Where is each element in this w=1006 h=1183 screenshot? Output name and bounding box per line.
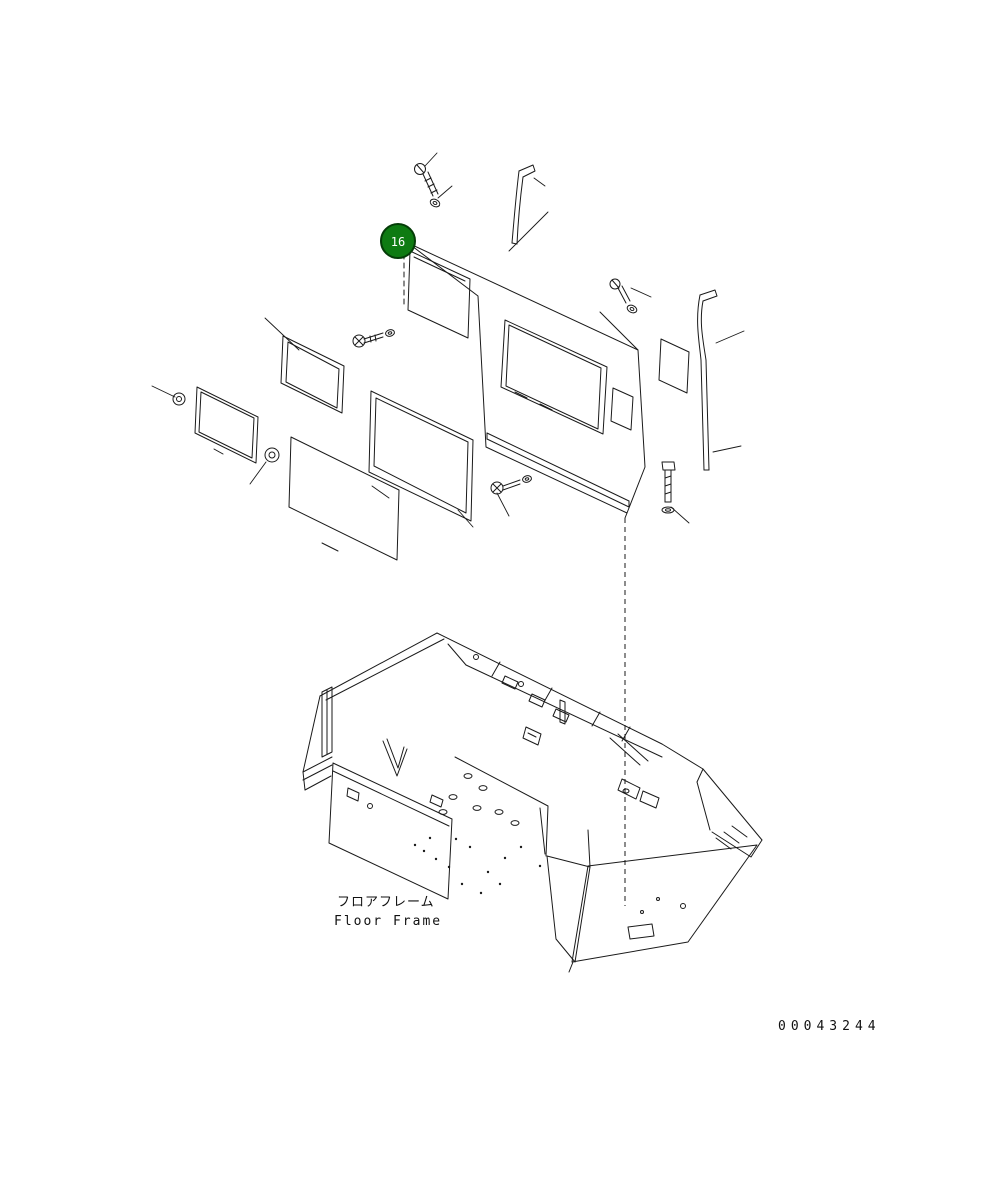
doc-number: 00043244 [778, 1019, 881, 1034]
fasteners [172, 163, 676, 514]
rod-top [511, 164, 536, 245]
panel-inner [505, 324, 602, 430]
bolt-upper-right [609, 278, 638, 314]
callout-16[interactable]: 16 [380, 223, 416, 259]
floor-rivet-dots [413, 836, 542, 895]
floor-frame-drawing [302, 632, 763, 973]
washer-left [172, 392, 186, 406]
bolt-top [414, 163, 441, 208]
callout-16-circle[interactable] [380, 223, 416, 259]
bolt-left [352, 329, 395, 348]
panel-callout-target [403, 250, 471, 339]
bent-rods [511, 164, 718, 471]
floor-frame-label-en: Floor Frame [334, 914, 442, 929]
screw-center [490, 475, 532, 495]
rod-right [697, 289, 718, 471]
cover-panels [194, 242, 690, 561]
panel-far-left [194, 386, 259, 464]
callout-16-number: 16 [391, 235, 405, 249]
leader-lines [151, 152, 745, 528]
panel-main-cover [407, 242, 646, 519]
sill-strip [486, 432, 630, 508]
panel-lower-left [288, 436, 400, 561]
frame-ring-middle [368, 390, 474, 522]
panel-small-inner-right [610, 387, 634, 431]
panel-small-right [658, 338, 690, 394]
floor-frame-label-jp: フロアフレーム [337, 895, 435, 910]
grommet [264, 447, 280, 463]
frame-ring-upper-left [280, 335, 345, 414]
bolt-right-vertical [661, 461, 676, 514]
